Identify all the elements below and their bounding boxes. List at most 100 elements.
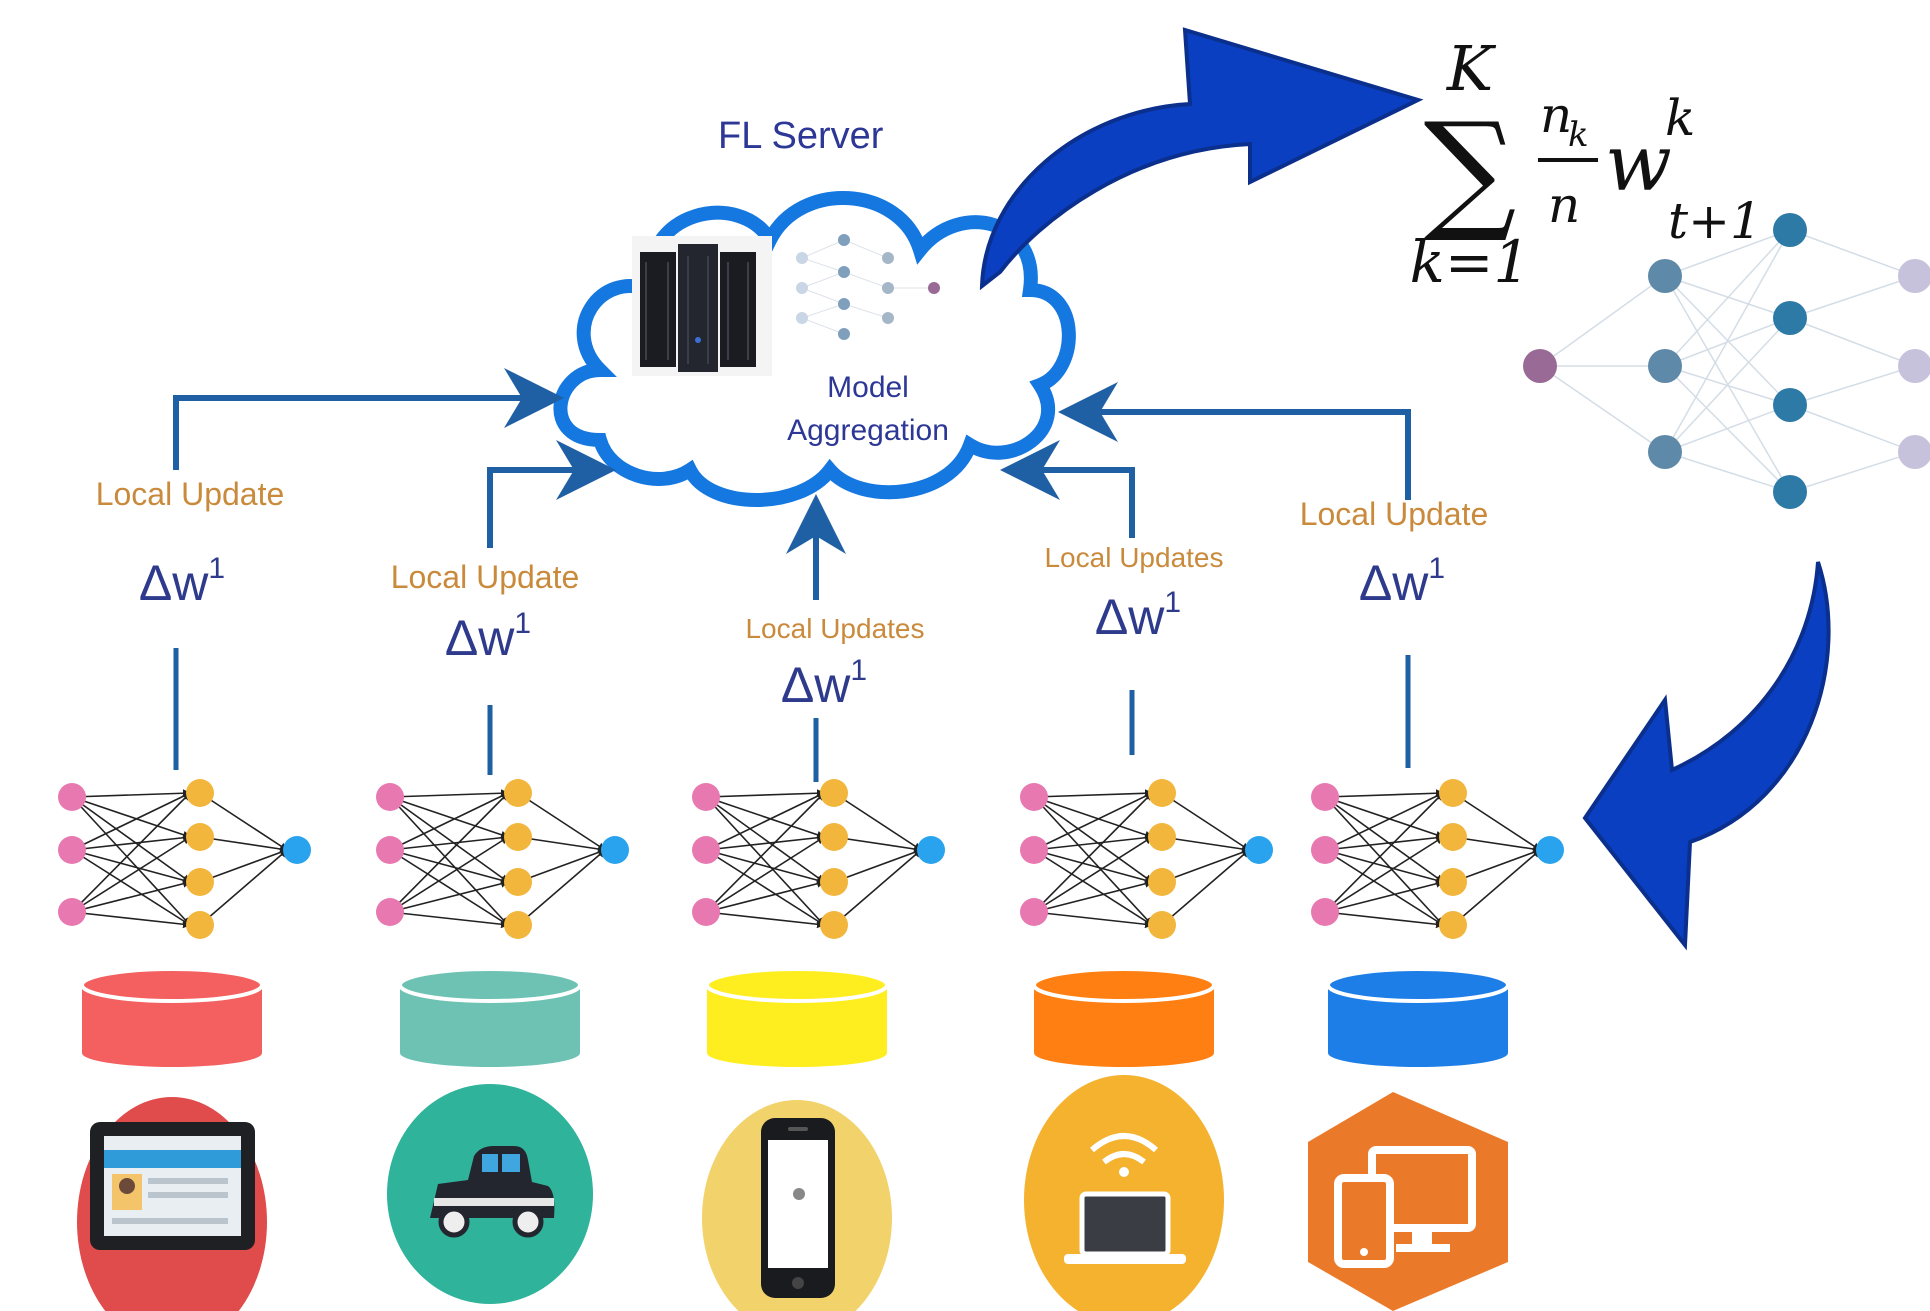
client-5-database-icon [1326, 967, 1510, 1067]
hidden-neuron [1439, 823, 1467, 851]
upload-arrow-4 [1000, 440, 1135, 538]
client-1-delta: Δw1 [139, 552, 225, 611]
input-neuron [1311, 783, 1339, 811]
input-neuron [376, 836, 404, 864]
input-neuron [376, 783, 404, 811]
hidden-neuron [504, 823, 532, 851]
input-neuron [376, 898, 404, 926]
model-distribution-arrow [1582, 561, 1831, 951]
upload-arrow-1 [173, 368, 564, 470]
client-2-neural-network [376, 779, 629, 939]
hidden-neuron [1439, 911, 1467, 939]
server-rack-icon [632, 236, 772, 376]
input-neuron [58, 898, 86, 926]
input-neuron [1311, 836, 1339, 864]
hidden-neuron [504, 911, 532, 939]
formula-sigma: ∑ [1424, 94, 1517, 246]
input-neuron [1020, 898, 1048, 926]
tablet-icon [90, 1122, 255, 1250]
aggregation-label-line2: Aggregation [787, 414, 949, 447]
output-neuron [1245, 836, 1273, 864]
client-1-database-icon [80, 967, 264, 1067]
client-4-labels: Local Updates Δw1 [1044, 542, 1223, 645]
client-3-device [702, 1100, 892, 1311]
formula-weight: w [1605, 119, 1672, 209]
client-2-labels: Local Update Δw1 [391, 559, 580, 666]
upload-arrows [173, 368, 1411, 600]
client-databases [80, 967, 1510, 1067]
output-neuron [917, 836, 945, 864]
input-neuron [692, 836, 720, 864]
laptop-wifi-icon [1064, 1133, 1186, 1264]
client-3-neural-network [692, 779, 945, 939]
output-neuron [283, 836, 311, 864]
input-neuron [1311, 898, 1339, 926]
client-networks [58, 779, 1564, 939]
client-3-database-icon [705, 967, 889, 1067]
car-icon [430, 1146, 555, 1238]
aggregation-output-arrow [979, 27, 1424, 291]
client-2-delta: Δw1 [445, 607, 531, 666]
input-neuron [58, 836, 86, 864]
formula-upper-limit: K [1446, 32, 1497, 105]
input-neuron [692, 898, 720, 926]
smartphone-icon [761, 1118, 835, 1298]
formula-lower-limit: k=1 [1410, 228, 1531, 296]
client-5-device [1308, 1092, 1508, 1311]
multi-device-icon [1334, 1146, 1476, 1268]
input-neuron [1020, 836, 1048, 864]
fl-server: FL Server [553, 115, 1076, 507]
hidden-neuron [820, 868, 848, 896]
hidden-neuron [186, 868, 214, 896]
client-3-labels: Local Updates Δw1 [745, 613, 924, 713]
hidden-neuron [504, 779, 532, 807]
fl-server-title: FL Server [718, 115, 884, 157]
formula-numerator: n [1540, 86, 1572, 144]
output-neuron [601, 836, 629, 864]
client-4-update-label: Local Updates [1044, 542, 1223, 573]
upload-arrow-5 [1058, 382, 1411, 500]
client-4-device [1024, 1075, 1224, 1311]
client-1-device [77, 1097, 267, 1311]
client-3-update-label: Local Updates [745, 613, 924, 644]
output-neuron [1536, 836, 1564, 864]
client-1-neural-network [58, 779, 311, 939]
formula-numerator-sub: k [1568, 115, 1589, 155]
hidden-neuron [820, 823, 848, 851]
hidden-neuron [1148, 779, 1176, 807]
client-2-device [387, 1084, 593, 1304]
client-1-labels: Local Update Δw1 [96, 476, 285, 611]
upload-arrow-2 [487, 440, 616, 548]
client-connectors [173, 648, 1411, 782]
input-neuron [1020, 783, 1048, 811]
client-5-update-label: Local Update [1300, 496, 1489, 532]
client-4-neural-network [1020, 779, 1273, 939]
hidden-neuron [186, 911, 214, 939]
aggregation-formula: K ∑ k=1 n k n w k t+1 [1410, 32, 1762, 296]
client-2-update-label: Local Update [391, 559, 580, 595]
hidden-neuron [504, 868, 532, 896]
formula-weight-sup: k [1665, 89, 1695, 147]
client-2-database-icon [398, 967, 582, 1067]
cloud-neural-network-icon [796, 234, 940, 340]
aggregation-label-line1: Model [827, 371, 909, 404]
hidden-neuron [186, 779, 214, 807]
hidden-neuron [1439, 779, 1467, 807]
client-4-delta: Δw1 [1095, 586, 1181, 645]
client-4-database-icon [1032, 967, 1216, 1067]
client-5-labels: Local Update Δw1 [1300, 496, 1489, 611]
input-neuron [692, 783, 720, 811]
hidden-neuron [820, 911, 848, 939]
client-5-delta: Δw1 [1359, 552, 1445, 611]
formula-denominator: n [1548, 176, 1580, 234]
hidden-neuron [820, 779, 848, 807]
hidden-neuron [1148, 868, 1176, 896]
hidden-neuron [1148, 823, 1176, 851]
global-model-network [1523, 213, 1930, 509]
hidden-neuron [1439, 868, 1467, 896]
hidden-neuron [186, 823, 214, 851]
client-3-delta: Δw1 [781, 654, 867, 713]
client-5-neural-network [1311, 779, 1564, 939]
client-1-update-label: Local Update [96, 476, 285, 512]
